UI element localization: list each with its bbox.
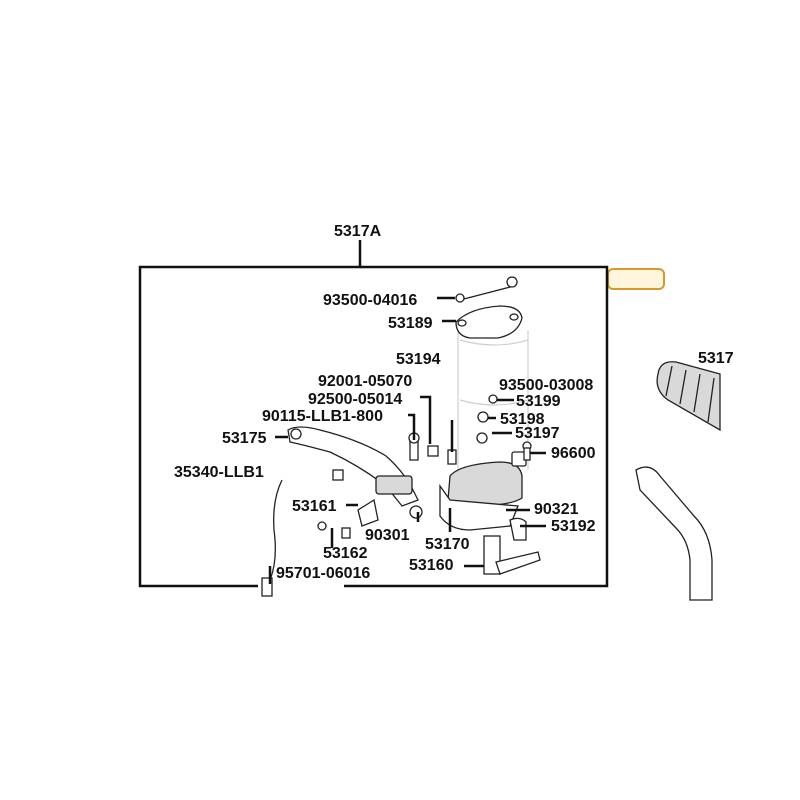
part-label[interactable]: 90321 bbox=[534, 501, 579, 518]
master-cylinder-body[interactable] bbox=[439, 451, 527, 531]
part-label[interactable]: 53198 bbox=[500, 411, 545, 428]
assembly-label[interactable]: 5317A bbox=[334, 223, 382, 240]
part-label[interactable]: 53175 bbox=[222, 430, 267, 447]
assembly-frame bbox=[138, 240, 609, 588]
part-label[interactable]: 93500-04016 bbox=[323, 292, 417, 309]
part-label[interactable]: 95701-06016 bbox=[276, 565, 370, 582]
part-label[interactable]: 53189 bbox=[388, 315, 433, 332]
brake-switch[interactable] bbox=[483, 517, 541, 575]
part-label[interactable]: 35340-LLB1 bbox=[174, 464, 264, 481]
part-label[interactable]: 90115-LLB1-800 bbox=[262, 408, 383, 425]
part-label[interactable]: 5317 bbox=[698, 350, 734, 367]
part-label[interactable]: 92001-05070 bbox=[318, 373, 412, 390]
switch-cable[interactable] bbox=[261, 479, 283, 597]
part-label[interactable]: 90301 bbox=[365, 527, 410, 544]
part-label[interactable]: 53194 bbox=[396, 351, 441, 368]
reservoir-cover[interactable] bbox=[455, 276, 523, 339]
part-label[interactable]: 53162 bbox=[323, 545, 368, 562]
part-label[interactable]: 93500-03008 bbox=[499, 377, 593, 394]
part-label[interactable]: 53199 bbox=[516, 393, 561, 410]
part-label[interactable]: 53161 bbox=[292, 498, 337, 515]
part-labels: 93500-04016 53189 53194 92001-05070 9350… bbox=[174, 292, 734, 582]
part-label[interactable]: 92500-05014 bbox=[308, 391, 402, 408]
leader-lines bbox=[268, 296, 546, 584]
handlebar[interactable] bbox=[635, 361, 721, 601]
brake-lever[interactable] bbox=[287, 426, 419, 507]
part-label[interactable]: 53192 bbox=[551, 518, 596, 535]
part-label[interactable]: 96600 bbox=[551, 445, 596, 462]
part-label[interactable]: 53197 bbox=[515, 425, 560, 442]
pivot-hardware bbox=[317, 498, 423, 539]
bolt-set bbox=[332, 394, 532, 481]
part-label[interactable]: 53170 bbox=[425, 536, 470, 553]
part-label[interactable]: 53160 bbox=[409, 557, 454, 574]
